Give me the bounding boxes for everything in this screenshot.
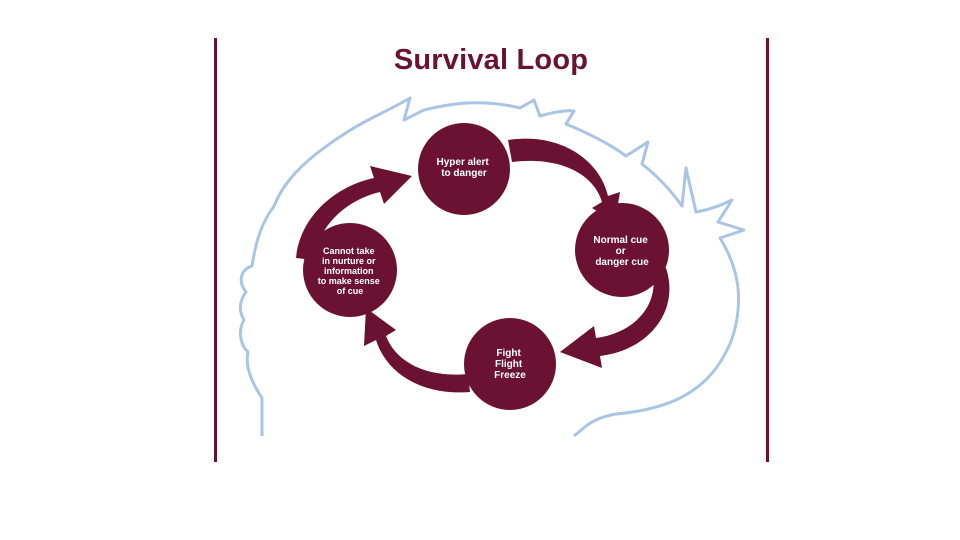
node-fight-flight-freeze: Fight Flight Freeze — [464, 318, 556, 410]
head-outline-icon — [238, 96, 746, 438]
node-normal-cue: Normal cue or danger cue — [575, 203, 669, 297]
node-hyper-alert: Hyper alert to danger — [418, 123, 510, 215]
diagram-title: Survival Loop — [393, 44, 589, 76]
loop-arrows — [296, 138, 670, 393]
frame-left-line — [214, 38, 217, 462]
arrow-top-left-icon — [296, 166, 412, 260]
frame-right-line — [766, 38, 769, 462]
node-cannot-take-in: Cannot take in nurture or information to… — [303, 223, 397, 317]
node-label-normal-cue: Normal cue or danger cue — [593, 235, 650, 268]
arrow-top-right-icon — [508, 138, 620, 222]
node-label-hyper-alert: Hyper alert to danger — [436, 157, 491, 179]
arrow-bottom-left-icon — [364, 308, 470, 393]
arrow-bottom-right-icon — [560, 268, 670, 368]
node-label-fight-flight-freeze: Fight Flight Freeze — [494, 348, 526, 381]
node-label-cannot-take-in: Cannot take in nurture or information to… — [318, 246, 383, 296]
